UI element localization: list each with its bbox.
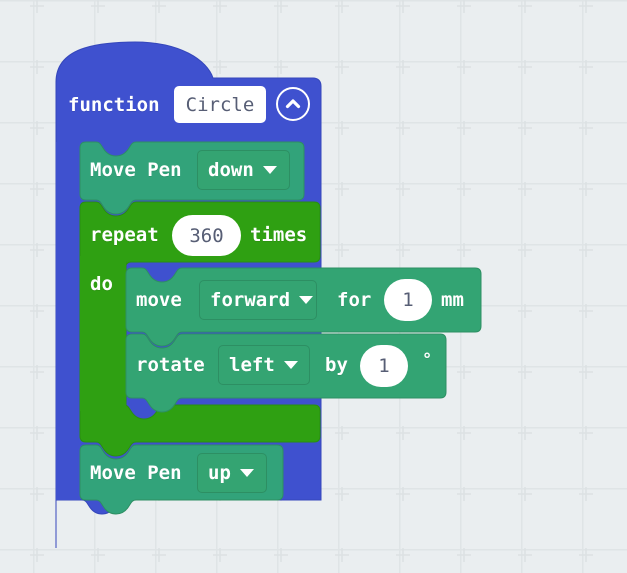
move-pen-up-dropdown-value: up (208, 462, 231, 484)
repeat-count-field[interactable]: 360 (172, 215, 241, 256)
repeat-label-after: times (250, 224, 308, 246)
rotate-direction-value: left (229, 354, 275, 376)
chevron-up-circle-icon[interactable] (276, 87, 310, 121)
move-direction-value: forward (210, 289, 291, 311)
move-unit-label: mm (441, 289, 464, 311)
move-pen-down-dropdown-value: down (208, 159, 254, 181)
chevron-down-icon (239, 469, 254, 477)
repeat-do-label: do (90, 273, 113, 295)
move-for-label: for (337, 289, 372, 311)
move-pen-up-dropdown[interactable]: up (197, 453, 267, 493)
chevron-down-icon (262, 166, 277, 174)
repeat-block-column (80, 256, 126, 411)
move-distance-field[interactable]: 1 (384, 279, 432, 321)
function-name-field[interactable]: Circle (174, 86, 266, 123)
move-forward-label: move (136, 289, 182, 311)
rotate-by-label: by (325, 354, 348, 376)
move-pen-down-label: Move Pen (90, 159, 182, 181)
move-pen-down-dropdown[interactable]: down (197, 150, 290, 190)
function-block-column (56, 142, 80, 500)
repeat-label-before: repeat (90, 224, 159, 246)
chevron-down-icon (283, 361, 298, 369)
rotate-angle-field[interactable]: 1 (360, 345, 408, 387)
move-pen-up-label: Move Pen (90, 462, 182, 484)
move-direction-dropdown[interactable]: forward (199, 280, 317, 320)
function-keyword-label: function (68, 94, 160, 116)
rotate-direction-dropdown[interactable]: left (218, 345, 310, 385)
rotate-label: rotate (136, 354, 205, 376)
rotate-unit-label: ° (422, 350, 433, 370)
chevron-up-glyph (285, 99, 301, 109)
chevron-down-icon (299, 296, 314, 304)
